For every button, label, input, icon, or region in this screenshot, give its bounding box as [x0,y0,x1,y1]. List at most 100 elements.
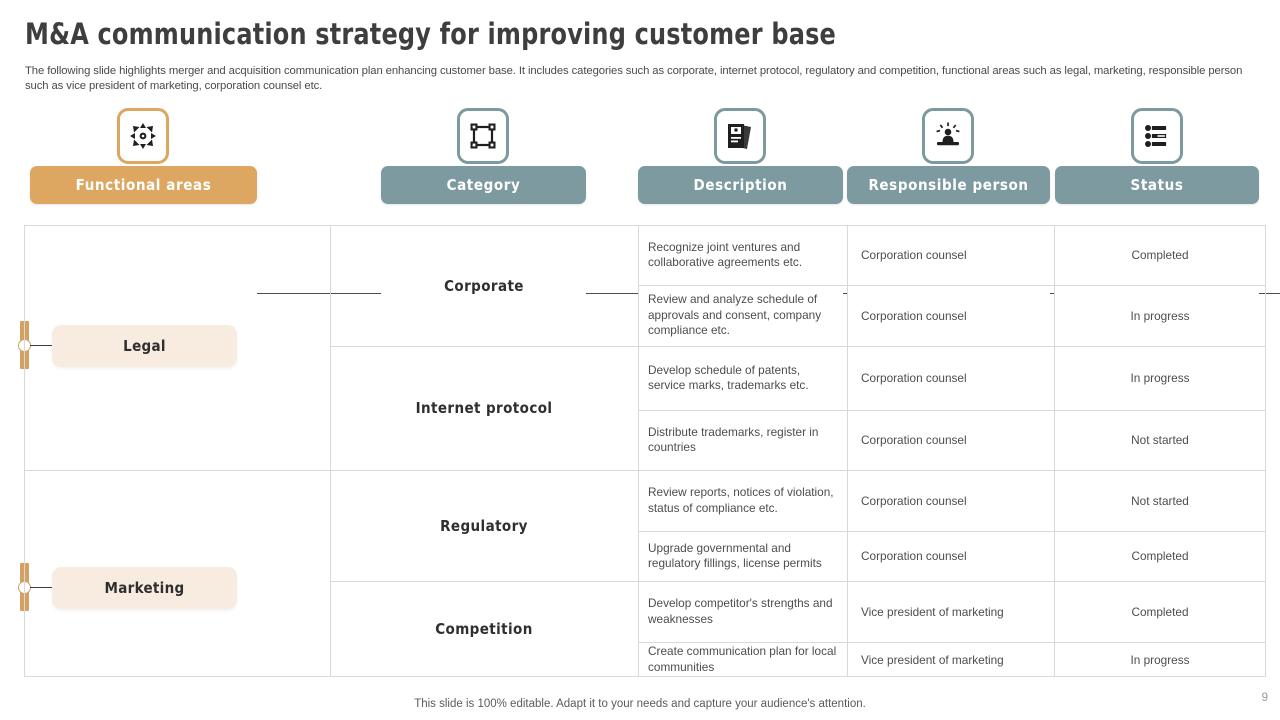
row-divider-3 [638,410,1266,411]
functional-area-label: Marketing [104,579,185,597]
banner-description[interactable]: Description [638,166,843,204]
status-text: Completed [1131,604,1189,619]
status-cell: In progress [1054,346,1266,410]
description-cell: Distribute trademarks, register in count… [638,410,847,470]
column-divider-3 [847,225,848,677]
column-divider-2 [638,225,639,677]
status-text: Not started [1131,493,1189,508]
connector-line-5 [1259,293,1280,294]
row-divider-1 [638,285,1266,286]
description-text: Upgrade governmental and regulatory fill… [648,540,822,571]
category-cell-competition: Competition [330,581,638,677]
description-cell: Review reports, notices of violation, st… [638,470,847,531]
responsible-cell: Corporation counsel [847,410,1054,470]
checklist-sliders-icon [1131,108,1183,164]
responsible-text: Vice president of marketing [861,604,1004,619]
banner-functional-areas[interactable]: Functional areas [30,166,257,204]
status-text: In progress [1130,652,1190,667]
responsible-text: Corporation counsel [861,308,967,323]
column-divider-4 [1054,225,1055,677]
status-cell: In progress [1054,642,1266,677]
header-banner-row: Functional areas Category [0,108,1280,294]
row-divider-6 [638,581,1266,582]
page-title: M&A communication strategy for improving… [25,17,837,51]
description-text: Review reports, notices of violation, st… [648,485,834,515]
responsible-text: Vice president of marketing [861,652,1004,667]
expand-arrows-icon [117,108,169,164]
category-label: Corporate [444,276,524,295]
connector-line-2 [586,293,638,294]
status-cell: Completed [1054,225,1266,285]
responsible-text: Corporation counsel [861,248,967,262]
category-label: Internet protocol [415,399,553,417]
banner-category[interactable]: Category [381,166,586,204]
category-cell-regulatory: Regulatory [330,470,638,581]
data-table: Corporate Internet protocol Regulatory C… [24,225,1266,677]
description-text: Develop schedule of patents, service mar… [648,362,809,393]
description-text: Review and analyze schedule of approvals… [648,292,822,338]
connector-line-1 [257,293,381,294]
nodes-network-icon [457,108,509,164]
connector-line-4 [1050,293,1055,294]
functional-area-marketing[interactable]: Marketing [52,567,237,609]
responsible-cell: Corporation counsel [847,531,1054,581]
responsible-cell: Corporation counsel [847,225,1054,285]
banner-responsible-person[interactable]: Responsible person [847,166,1050,204]
category-cell-internet-protocol: Internet protocol [330,346,638,470]
status-cell: Not started [1054,470,1266,531]
responsible-cell: Corporation counsel [847,346,1054,410]
category-label: Regulatory [440,516,528,535]
banner-label: Description [693,176,788,194]
status-text: Not started [1131,433,1189,447]
row-divider-7 [638,642,1266,643]
description-cell: Create communication plan for local comm… [638,642,847,677]
category-divider-3 [330,581,638,582]
responsible-text: Corporation counsel [861,493,967,508]
banner-status[interactable]: Status [1055,166,1259,204]
category-cell-corporate: Corporate [330,225,638,346]
status-cell: Completed [1054,581,1266,642]
status-cell: Completed [1054,531,1266,581]
status-cell: In progress [1054,285,1266,346]
footer-note: This slide is 100% editable. Adapt it to… [414,698,866,710]
category-divider-1 [330,346,638,347]
description-text: Develop competitor's strengths and weakn… [648,596,833,626]
documents-icon [714,108,766,164]
responsible-text: Corporation counsel [861,433,967,447]
description-cell: Recognize joint ventures and collaborati… [638,225,847,285]
banner-label: Functional areas [75,176,212,194]
status-text: In progress [1130,308,1190,323]
responsible-text: Corporation counsel [861,549,967,563]
category-label: Competition [435,620,533,638]
description-cell: Upgrade governmental and regulatory fill… [638,531,847,581]
row-divider-4 [638,470,1266,471]
status-text: Completed [1131,248,1189,262]
page-subtitle: The following slide highlights merger an… [25,65,1243,92]
rail-connector-legal [30,345,55,346]
responsible-cell: Vice president of marketing [847,642,1054,677]
row-divider-2 [638,346,1266,347]
responsible-cell: Corporation counsel [847,470,1054,531]
status-text: In progress [1130,371,1190,385]
functional-area-legal[interactable]: Legal [52,325,237,367]
person-speaker-icon [922,108,974,164]
description-text: Distribute trademarks, register in count… [648,424,819,455]
responsible-text: Corporation counsel [861,371,967,385]
status-text: Completed [1131,549,1189,563]
banner-label: Category [446,176,521,194]
banner-label: Status [1130,176,1184,194]
description-text: Recognize joint ventures and collaborati… [648,239,803,270]
connector-line-3 [843,293,847,294]
description-cell: Review and analyze schedule of approvals… [638,285,847,346]
functional-area-divider [24,470,330,471]
status-cell: Not started [1054,410,1266,470]
functional-area-label: Legal [123,337,166,355]
banner-label: Responsible person [868,176,1029,194]
responsible-cell: Corporation counsel [847,285,1054,346]
description-cell: Develop competitor's strengths and weakn… [638,581,847,642]
rail-connector-marketing [30,587,55,588]
responsible-cell: Vice president of marketing [847,581,1054,642]
category-divider-2 [330,470,638,471]
description-text: Create communication plan for local comm… [648,644,837,674]
description-cell: Develop schedule of patents, service mar… [638,346,847,410]
